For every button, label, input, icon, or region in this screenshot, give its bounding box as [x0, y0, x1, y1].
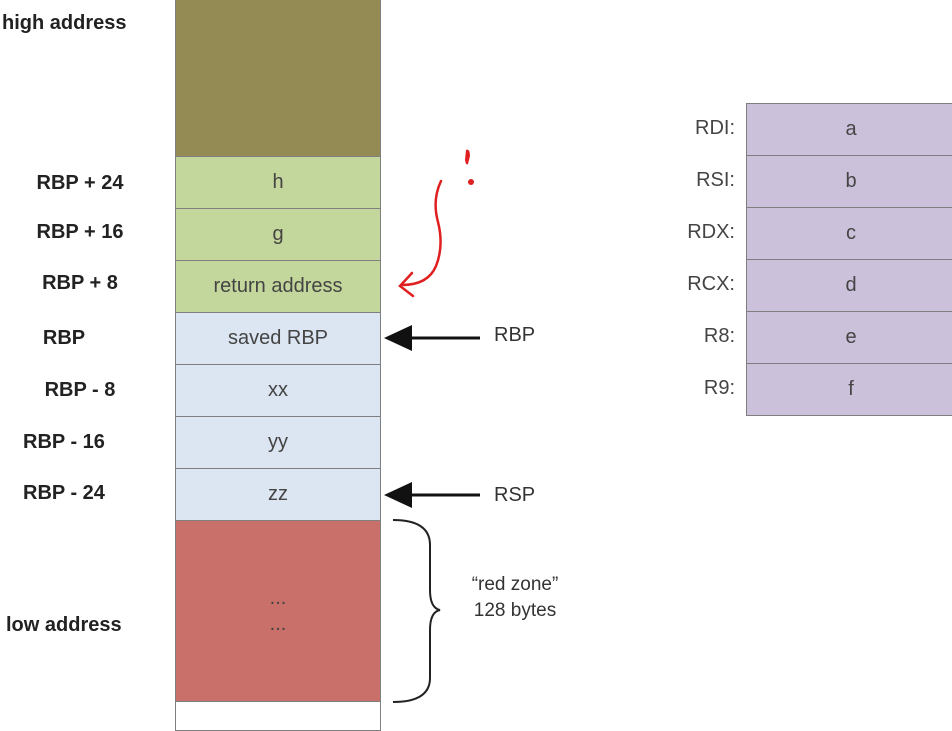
offset-label-rbp-minus-8: RBP - 8 [44, 379, 116, 401]
stack-cell-yy: yy [175, 416, 381, 469]
stack-cell-xx: xx [175, 364, 381, 417]
rbp-pointer-arrow [384, 325, 480, 351]
low-address-label: low address [6, 614, 122, 636]
red-zone-caption-line2: 128 bytes [473, 600, 557, 621]
register-value-rcx: d [746, 259, 952, 312]
offset-label-rbp-plus-24: RBP + 24 [36, 172, 124, 194]
register-value-rdi: a [746, 103, 952, 156]
register-value-r8: e [746, 311, 952, 364]
red-zone-block: ... ... [175, 520, 381, 702]
rbp-pointer-label: RBP [494, 324, 536, 346]
stack-cell-return-address: return address [175, 260, 381, 313]
red-zone-ellipsis-1: ... [269, 587, 287, 609]
stack-top-block [175, 0, 381, 157]
register-value-rdx: c [746, 207, 952, 260]
register-value-r9: f [746, 363, 952, 416]
stack-cell-g: g [175, 208, 381, 261]
rsp-pointer-arrow [384, 482, 480, 508]
register-name-rsi: RSI: [696, 169, 735, 191]
register-value-rsi: b [746, 155, 952, 208]
red-zone-brace [392, 519, 441, 703]
red-zone-caption-line1: “red zone” [471, 574, 559, 595]
register-name-r8: R8: [703, 325, 735, 347]
hand-drawn-exclamation [465, 149, 474, 185]
hand-drawn-arrow [398, 179, 443, 298]
register-name-rdx: RDX: [687, 221, 735, 243]
register-name-r9: R9: [703, 377, 735, 399]
register-name-rcx: RCX: [687, 273, 735, 295]
offset-label-rbp-plus-8: RBP + 8 [42, 272, 118, 294]
offset-label-rbp: RBP [42, 327, 86, 349]
offset-label-rbp-minus-24: RBP - 24 [23, 482, 105, 504]
offset-label-rbp-minus-16: RBP - 16 [23, 431, 105, 453]
rsp-pointer-label: RSP [494, 484, 536, 506]
register-name-rdi: RDI: [695, 117, 735, 139]
offset-label-rbp-plus-16: RBP + 16 [36, 221, 124, 243]
red-zone-ellipsis-2: ... [269, 613, 287, 635]
stack-cell-saved-rbp: saved RBP [175, 312, 381, 365]
high-address-label: high address [2, 12, 127, 34]
